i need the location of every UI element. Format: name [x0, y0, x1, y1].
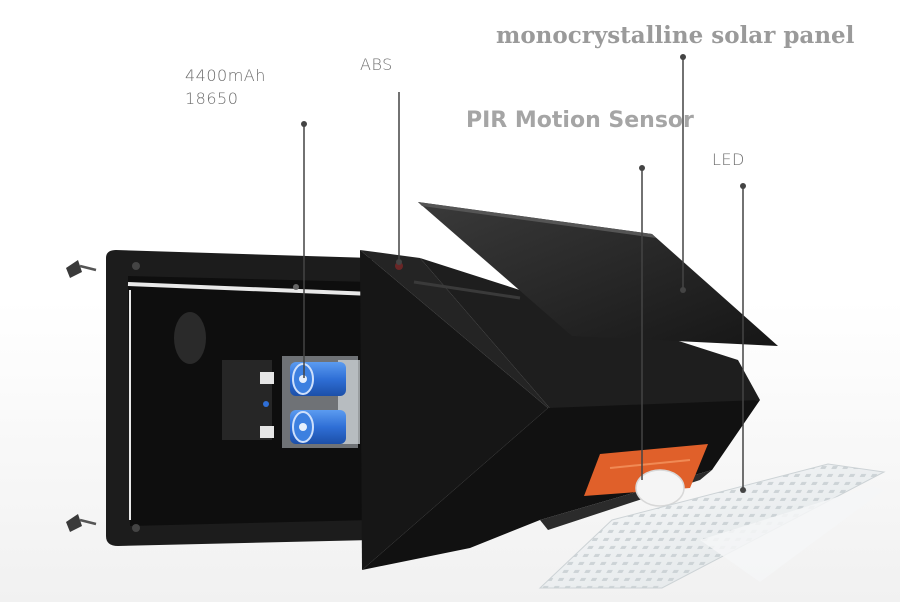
led-panel: [538, 463, 886, 589]
battery-bottom: [290, 410, 346, 444]
pir-lens: [635, 469, 685, 507]
solar-panel: [418, 202, 778, 346]
abs-label: ABS: [360, 55, 393, 74]
pir-sensor-label: PIR Motion Sensor: [466, 108, 694, 133]
screw-top-icon: [66, 260, 97, 278]
screw-bottom-icon: [66, 514, 97, 532]
leader-led: [740, 183, 746, 493]
battery-capacity-label: 4400mAh: [185, 66, 266, 85]
battery-top: [290, 362, 346, 396]
leader-solar: [680, 54, 686, 293]
back-housing: [106, 250, 373, 546]
solar-panel-label: monocrystalline solar panel: [496, 22, 855, 49]
battery-type-label: 18650: [185, 89, 239, 108]
leader-battery: [301, 121, 307, 378]
pir-sensor-board: [584, 444, 708, 507]
led-label: LED: [712, 150, 745, 169]
leader-abs: [396, 92, 402, 265]
leader-pir: [639, 165, 645, 480]
charge-indicator: [263, 401, 269, 407]
